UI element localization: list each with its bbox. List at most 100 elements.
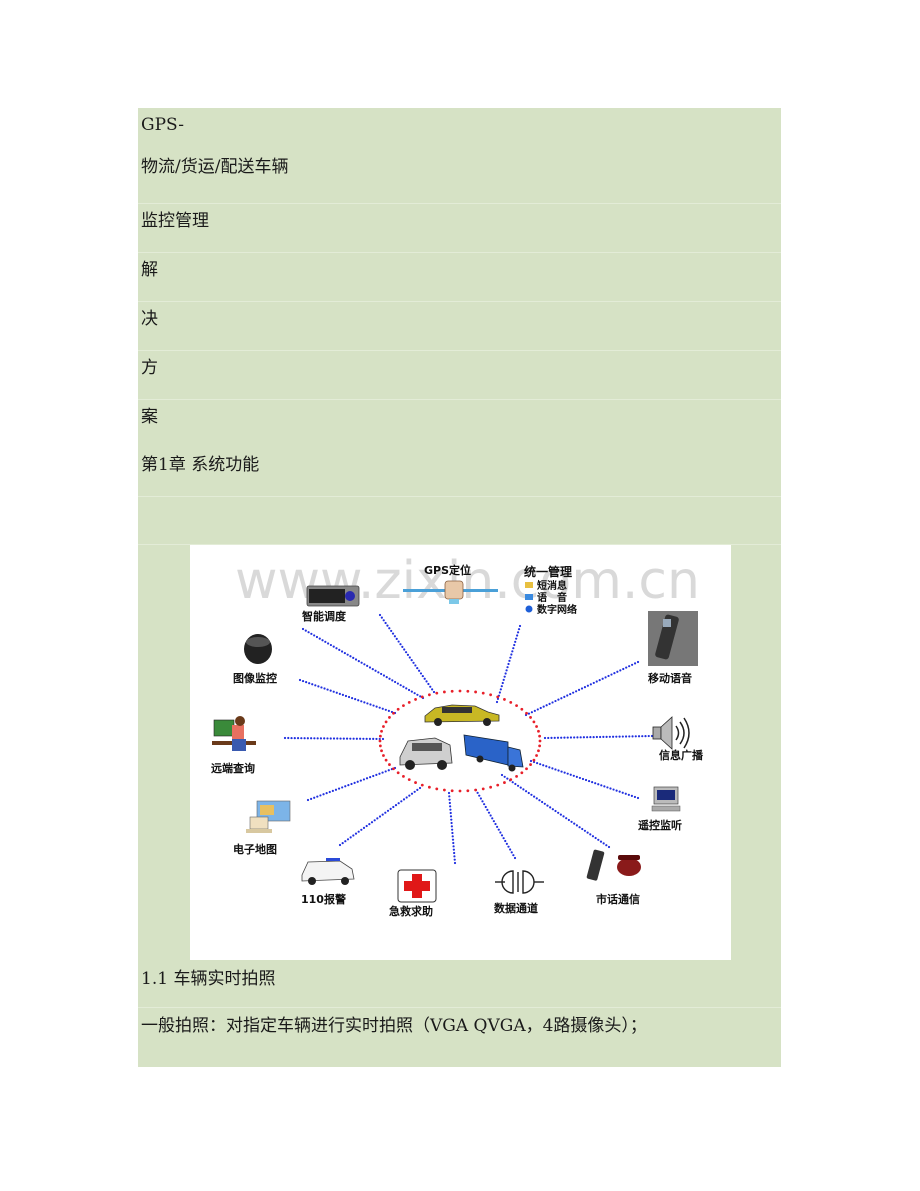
spoke-dot [287, 736, 290, 740]
spoke-dot [346, 653, 349, 656]
spoke-dot [516, 784, 520, 787]
spoke-dot [551, 808, 554, 811]
spoke-dot [381, 813, 384, 816]
spoke-dot [621, 791, 624, 794]
spoke-dot [316, 737, 319, 740]
spoke-dot [414, 664, 417, 667]
spoke-dot [382, 674, 386, 677]
spoke-dot [625, 666, 628, 669]
spoke-dot [621, 735, 624, 738]
spoke-dot [509, 848, 512, 851]
sub-item-voice: 语 音 [537, 591, 567, 604]
title-line: 决 [141, 309, 158, 329]
spoke-dot [517, 628, 521, 631]
spoke-dot [381, 771, 384, 774]
ring-dot [435, 691, 439, 695]
spoke-dot [346, 838, 350, 841]
telephone-icon [586, 849, 641, 881]
spoke-dot [374, 669, 377, 672]
ring-dot [382, 754, 385, 757]
spoke-dot [637, 735, 641, 738]
spoke-dot [516, 634, 519, 637]
spoke-dot [499, 831, 502, 834]
spoke-dot [384, 811, 387, 814]
spoke-dot [371, 668, 374, 671]
spoke-dot [583, 686, 587, 689]
spoke-dot [547, 736, 550, 740]
spoke-dot [496, 697, 500, 700]
spoke-dot [410, 690, 413, 693]
spoke-dot [594, 836, 597, 840]
spoke-dot [479, 797, 482, 800]
spoke-dot [542, 705, 545, 708]
document-block: GPS- 物流/货运/配送车辆 监控管理 解 决 方 案 第1章 系统功能 ww… [138, 108, 781, 1067]
spoke-dot [519, 786, 522, 789]
ring-dot [450, 689, 454, 693]
spoke-dot [563, 695, 566, 698]
ring-dot [396, 707, 400, 711]
spoke-dot [500, 685, 503, 688]
spoke-dot [572, 774, 575, 777]
spoke-dot [607, 674, 610, 678]
spoke-dot [324, 640, 327, 643]
spoke-dot [395, 637, 398, 640]
spoke-dot [399, 643, 402, 646]
spoke-dot [560, 697, 563, 700]
spoke-dot [599, 735, 602, 739]
spoke-dot [600, 784, 603, 787]
spoke-dot [337, 787, 341, 790]
spoke-dot [354, 698, 357, 701]
spoke-dot [385, 676, 388, 679]
spoke-dot [551, 701, 554, 704]
spoke-dot [539, 763, 542, 766]
spoke-dot [307, 631, 310, 634]
spoke-dot [532, 760, 536, 764]
spoke-dot [400, 800, 403, 803]
spoke-dot [524, 790, 528, 793]
spoke-dot [530, 711, 533, 714]
spoke-dot [516, 631, 520, 634]
spoke-dot [636, 796, 640, 800]
spoke-dot [394, 804, 398, 807]
spoke-dot [542, 764, 545, 767]
spoke-dot [413, 790, 416, 793]
spoke-dot [314, 684, 317, 687]
spoke-dot [313, 737, 316, 740]
spoke-dot [451, 838, 455, 841]
spoke-dot [633, 662, 637, 665]
spoke-dot [419, 672, 423, 675]
spoke-dot [357, 830, 360, 833]
spoke-dot [515, 637, 518, 640]
spoke-dot [553, 736, 556, 739]
spoke-dot [630, 794, 633, 797]
spoke-dot [390, 629, 393, 633]
spoke-dot [419, 695, 422, 698]
spoke-dot [566, 772, 569, 775]
spoke-dot [406, 653, 410, 656]
spoke-dot [349, 836, 352, 839]
spoke-dot [453, 855, 456, 858]
ring-dot [489, 785, 493, 789]
ring-dot [538, 739, 542, 743]
title-line: 物流/货运/配送车辆 [141, 157, 289, 177]
spoke-dot [483, 803, 486, 806]
spoke-dot [591, 781, 594, 784]
ring-dot [420, 695, 424, 699]
ring-dot [458, 789, 462, 793]
spoke-dot [543, 802, 546, 805]
node-label-phone: 市话通信 [596, 892, 640, 906]
spoke-dot [301, 627, 305, 631]
spoke-dot [369, 703, 372, 706]
spoke-dot [326, 688, 329, 691]
watermark: www.zixin.com.cn [235, 551, 700, 611]
spoke-dot [310, 797, 313, 800]
spoke-dot [372, 774, 375, 778]
spoke-dot [329, 643, 333, 647]
spoke-dot [355, 737, 358, 740]
spoke-dot [481, 800, 484, 803]
system-function-diagram: www.zixin.com.cn [190, 545, 731, 960]
spoke-dot [338, 648, 341, 651]
spoke-dot [451, 835, 454, 838]
spoke-dot [368, 823, 371, 826]
spoke-dot [418, 669, 421, 672]
